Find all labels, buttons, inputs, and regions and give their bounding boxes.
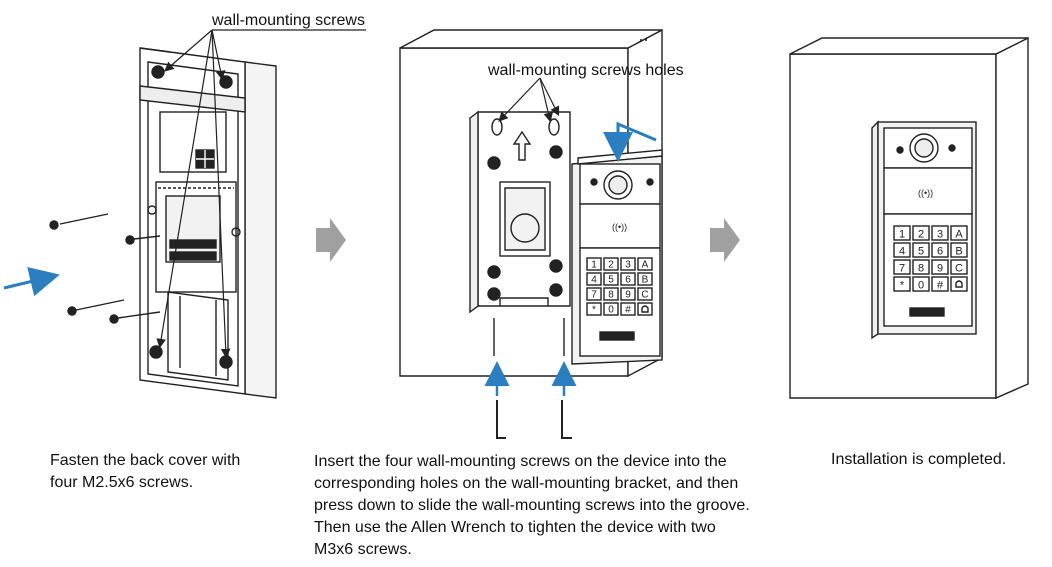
keypad-key <box>912 259 930 275</box>
keypad-key-label: 0 <box>918 280 924 292</box>
keypad-key-label: 9 <box>625 290 631 301</box>
caption-line: Then use the Allen Wrench to tighten the… <box>314 519 716 536</box>
keypad-key-label: 1 <box>591 260 597 271</box>
keypad-key <box>603 287 619 301</box>
keypad-key-label: # <box>937 280 944 292</box>
keypad-key <box>893 225 911 241</box>
keypad-key-label: 2 <box>918 229 924 241</box>
keypad-key-label: 5 <box>608 275 614 286</box>
keypad-key-label: 2 <box>608 260 614 271</box>
keypad-key <box>893 242 911 258</box>
keypad-key-label: B <box>955 246 962 258</box>
keypad-key <box>586 302 602 316</box>
push-direction-arrow <box>3 267 60 297</box>
keypad-key-label: A <box>642 260 649 271</box>
keypad-key <box>620 287 636 301</box>
bell-key <box>950 276 968 292</box>
caption-line: Fasten the back cover with <box>50 452 241 469</box>
keypad-key <box>893 276 911 292</box>
keypad-key-label: 6 <box>625 275 631 286</box>
keypad-key <box>586 287 602 301</box>
step-1-back-cover-illustration <box>49 47 277 399</box>
keypad-key <box>586 272 602 286</box>
svg-text:((•)): ((•)) <box>612 222 627 232</box>
keypad-key <box>893 259 911 275</box>
keypad-key-label: 3 <box>625 260 631 271</box>
caption-line: corresponding holes on the wall-mounting… <box>314 475 739 492</box>
keypad-key <box>637 272 653 286</box>
step-arrow-1 <box>316 218 346 262</box>
keypad-key <box>637 287 653 301</box>
keypad-key <box>950 225 968 241</box>
keypad-key <box>931 242 949 258</box>
callout-wall-mounting-screws: wall-mounting screws <box>212 12 365 29</box>
caption-line: Installation is completed. <box>831 451 1007 468</box>
keypad-key-label: C <box>955 263 963 275</box>
keypad-key <box>931 276 949 292</box>
callout-lines-holes <box>498 77 560 123</box>
keypad-key-label: 1 <box>899 229 905 241</box>
keypad-key-label: 4 <box>591 275 597 286</box>
bell-icon <box>641 305 649 313</box>
keypad-key <box>620 302 636 316</box>
keypad-key <box>950 242 968 258</box>
keypad-key-label: A <box>955 229 963 241</box>
keypad-key-label: 4 <box>899 246 905 258</box>
keypad-key <box>912 276 930 292</box>
bottom-screws-and-wrenches <box>493 318 572 439</box>
keypad-key-label: * <box>900 280 905 292</box>
keypad-key <box>637 257 653 271</box>
caption-line: Insert the four wall-mounting screws on … <box>314 453 727 470</box>
callout-wall-mounting-screws-holes: wall-mounting screws holes <box>488 62 684 79</box>
step-arrow-2 <box>710 218 740 262</box>
caption-line: M3x6 screws. <box>314 541 412 558</box>
keypad-key <box>603 257 619 271</box>
caption-line: four M2.5x6 screws. <box>50 474 194 491</box>
step-1-caption: Fasten the back cover with four M2.5x6 s… <box>50 450 300 494</box>
bell-icon <box>955 280 963 288</box>
keypad-key-label: 5 <box>918 246 924 258</box>
keypad-key-label: 7 <box>899 263 905 275</box>
keypad-key <box>950 259 968 275</box>
keypad-key <box>603 302 619 316</box>
callout-lines-screws <box>156 29 366 359</box>
keypad-key-label: # <box>625 305 631 316</box>
keypad-key-label: 6 <box>937 246 943 258</box>
keypad-key-label: 8 <box>918 263 924 275</box>
keypad-key <box>931 259 949 275</box>
keypad-key-label: C <box>641 290 648 301</box>
keypad-key-label: B <box>642 275 649 286</box>
keypad-key-label: * <box>592 305 596 316</box>
keypad-key <box>931 225 949 241</box>
keypad-key <box>603 272 619 286</box>
bell-key <box>637 302 653 316</box>
step-3-caption: Installation is completed. <box>831 449 1046 471</box>
wall-mounting-bracket <box>469 110 571 314</box>
keypad-key <box>912 242 930 258</box>
keypad-key <box>586 257 602 271</box>
keypad-key-label: 8 <box>608 290 614 301</box>
keypad-key <box>620 272 636 286</box>
keypad-key-label: 0 <box>608 305 614 316</box>
keypad-key-label: 7 <box>591 290 597 301</box>
slide-down-arrow <box>603 121 657 162</box>
step-2-caption: Insert the four wall-mounting screws on … <box>314 451 824 561</box>
svg-text:((•)): ((•)) <box>918 188 933 198</box>
keypad-key-label: 3 <box>937 229 943 241</box>
keypad-key <box>620 257 636 271</box>
keypad-key-label: 9 <box>937 263 943 275</box>
keypad-key <box>912 225 930 241</box>
caption-line: press down to slide the wall-mounting sc… <box>314 497 750 514</box>
